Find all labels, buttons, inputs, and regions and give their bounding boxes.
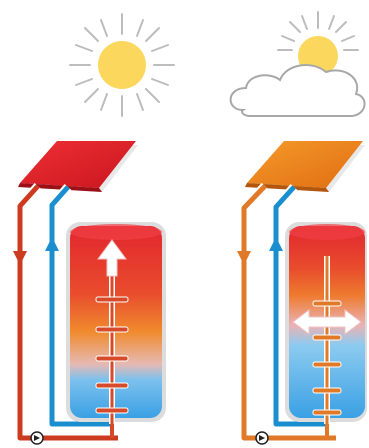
heat-exchanger-coil <box>95 264 129 438</box>
sun-behind-cloud-icon <box>229 11 366 117</box>
cold-return-pipe <box>45 184 110 429</box>
heat-exchanger-coil <box>312 256 342 438</box>
panel-partly-cloudy <box>229 11 367 445</box>
storage-tank <box>66 222 166 422</box>
pump-icon <box>30 431 44 445</box>
heat-spread-arrow-icon <box>292 309 362 335</box>
up-arrow-icon <box>269 237 283 251</box>
solar-collector <box>18 141 138 192</box>
heat-rise-arrow-icon <box>97 239 127 277</box>
pump-icon <box>255 431 269 445</box>
cold-return-pipe <box>269 183 326 429</box>
hot-supply-pipe <box>237 182 336 443</box>
panel-sunny <box>13 13 175 445</box>
sun-icon <box>69 13 175 117</box>
up-arrow-icon <box>45 237 59 251</box>
hot-supply-pipe <box>13 182 118 443</box>
down-arrow-icon <box>13 251 27 265</box>
down-arrow-icon <box>237 251 251 265</box>
solar-collector <box>245 141 365 192</box>
